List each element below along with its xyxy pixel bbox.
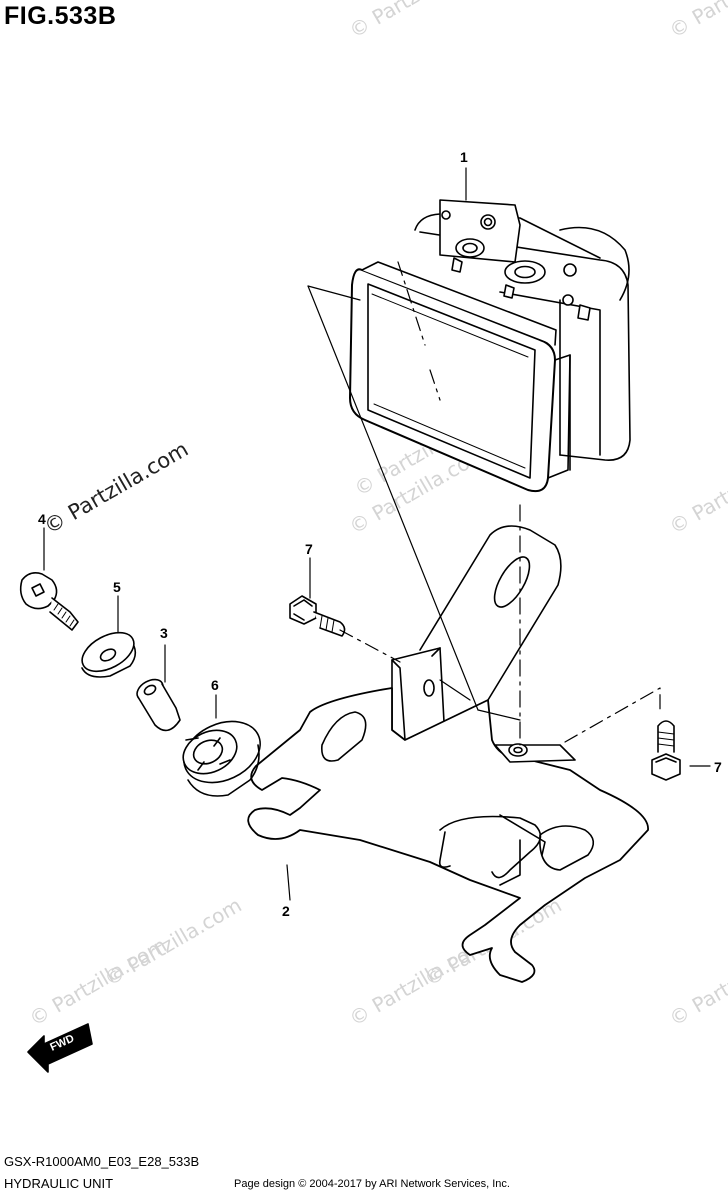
part-callout[interactable]: 6 (211, 677, 219, 693)
bolt-part-right[interactable] (651, 720, 681, 781)
assembly-lines (43, 167, 711, 901)
part-callout[interactable]: 7 (305, 541, 313, 557)
washer-part[interactable] (76, 625, 140, 680)
collar-part[interactable] (133, 675, 181, 732)
part-callout[interactable]: 1 (460, 149, 468, 165)
model-code: GSX-R1000AM0_E03_E28_533B (4, 1154, 200, 1169)
part-callout[interactable]: 2 (282, 903, 290, 919)
diagram-name: HYDRAULIC UNIT (4, 1176, 114, 1191)
part-callout[interactable]: 5 (113, 579, 121, 595)
figure-title: FIG.533B (4, 2, 117, 30)
grommet-part[interactable] (174, 710, 270, 797)
bracket-part[interactable] (247, 525, 649, 983)
part-callout[interactable]: 7 (714, 759, 722, 775)
screw-part[interactable] (19, 572, 79, 631)
copyright-text: Page design © 2004-2017 by ARI Network S… (234, 1178, 510, 1190)
bolt-part-upper[interactable] (289, 595, 346, 637)
part-callout[interactable]: 4 (38, 511, 46, 527)
part-callout[interactable]: 3 (160, 625, 168, 641)
fwd-arrow-icon (27, 1023, 93, 1073)
hydraulic-unit-part[interactable] (349, 199, 631, 493)
